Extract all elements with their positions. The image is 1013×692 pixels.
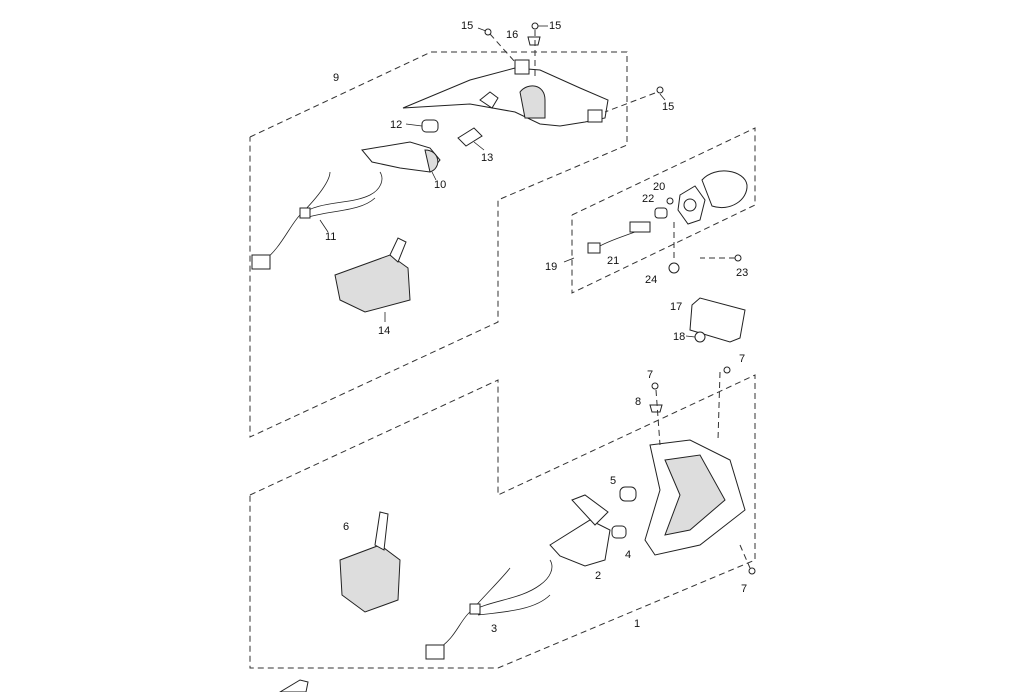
- callout-5: 5: [610, 475, 616, 487]
- callout-18: 18: [673, 331, 685, 343]
- callout-12: 12: [390, 119, 402, 131]
- socket-10: [361, 141, 441, 181]
- callout-15: 15: [662, 101, 674, 113]
- callout-2: 2: [595, 570, 601, 582]
- callout-11: 11: [325, 231, 336, 243]
- callout-3: 3: [491, 623, 497, 635]
- callout-14: 14: [378, 325, 390, 337]
- callout-7: 7: [739, 353, 745, 365]
- callout-10: 10: [434, 179, 446, 191]
- license-lamp-19: [563, 170, 748, 274]
- callout-7: 7: [647, 369, 653, 381]
- wire-harness-3: [425, 559, 553, 660]
- callout-17: 17: [670, 301, 682, 313]
- callout-23: 23: [736, 267, 748, 279]
- socket-2: [549, 494, 611, 567]
- callout-labels: 15 16 15 9 15 12 13 10 11 14 20 22 19 21…: [325, 20, 748, 635]
- callout-15: 15: [549, 20, 561, 32]
- group-19-outline: [571, 127, 756, 294]
- reflector-17: [685, 297, 746, 343]
- front-lamp-housing: [402, 59, 609, 127]
- screws-top: [477, 22, 666, 113]
- cover-14: [334, 237, 411, 322]
- group-1-outline: [249, 374, 756, 669]
- callout-16: 16: [506, 29, 518, 41]
- bulbs-4-5: [611, 486, 637, 539]
- callout-9: 9: [333, 72, 339, 84]
- group-9-outline: [249, 51, 628, 438]
- callout-13: 13: [481, 152, 493, 164]
- callout-1: 1: [634, 618, 640, 630]
- callout-8: 8: [635, 396, 641, 408]
- callout-7: 7: [741, 583, 747, 595]
- callout-15: 15: [461, 20, 473, 32]
- bulbs-12-13: [405, 119, 485, 151]
- callout-19: 19: [545, 261, 557, 273]
- callout-6: 6: [343, 521, 349, 533]
- callout-22: 22: [642, 193, 654, 205]
- callout-24: 24: [645, 274, 657, 286]
- wire-harness-11: [251, 171, 383, 270]
- logo-fragment: [279, 679, 309, 692]
- callout-4: 4: [625, 549, 631, 561]
- cover-6: [339, 511, 401, 613]
- rear-lamp-housing: [644, 366, 756, 575]
- callout-21: 21: [607, 255, 619, 267]
- callout-20: 20: [653, 181, 665, 193]
